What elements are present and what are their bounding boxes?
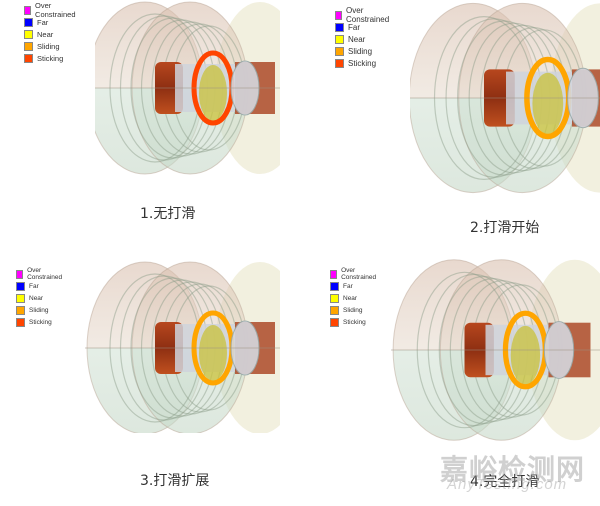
legend-swatch [16,269,24,279]
panel-caption: 3.打滑扩展 [140,473,210,489]
legend-swatch [24,41,33,51]
legend-swatch [24,53,33,63]
legend-label: Sticking [37,53,64,63]
legend-label: Sticking [348,58,377,68]
legend-label: Sliding [29,306,49,314]
legend-item: Far [16,280,64,292]
legend-item: Over Constrained [24,1,77,19]
legend-item: Far [24,16,77,28]
legend-swatch [16,281,25,291]
legend-item: Near [24,28,77,40]
legend-swatch [24,5,32,15]
legend-swatch [335,22,344,32]
legend-item: Over Constrained [330,267,378,281]
legend-item: Sticking [330,316,378,328]
legend-swatch [335,10,343,20]
legend-label: Over Constrained [341,267,377,281]
legend-item: Near [335,33,391,45]
legend-label: Far [37,17,49,27]
legend-label: Sticking [29,318,52,326]
legend-swatch [16,293,25,303]
panel-caption: 2.打滑开始 [470,220,540,236]
legend-label: Near [343,294,358,302]
watermark-cn: 嘉峪检测网 [440,453,586,486]
legend-label: Near [37,29,54,39]
legend-item: Over Constrained [335,6,391,24]
legend-swatch [330,269,338,279]
legend-swatch [335,46,344,56]
legend-swatch [330,317,339,327]
legend-item: Sticking [335,57,391,69]
legend-item: Over Constrained [16,267,64,281]
legend-item: Sliding [330,304,378,316]
panel-caption: 4.完全打滑 [470,474,540,490]
legend-label: Far [29,282,39,290]
legend-item: Far [330,280,378,292]
legend-label: Far [343,282,353,290]
legend-label: Over Constrained [35,1,76,19]
near-contact-area [199,65,227,121]
legend-label: Sliding [37,41,60,51]
legend-label: Far [348,22,360,32]
near-contact-area [199,325,227,381]
legend-label: Near [348,34,366,44]
legend-item: Near [330,292,378,304]
legend-swatch [24,29,33,39]
near-contact-area [532,72,564,135]
legend-swatch [330,281,339,291]
legend-swatch [16,305,25,315]
legend-label: Sliding [343,306,363,314]
legend-swatch [335,34,344,44]
legend-swatch [24,17,33,27]
legend-item: Sliding [24,40,77,52]
watermark-en: AnyTesting.com [447,476,568,493]
legend-label: Near [29,294,44,302]
legend-label: Sliding [348,46,373,56]
legend-swatch [330,293,339,303]
legend-label: Over Constrained [346,6,390,24]
legend-item: Sticking [16,316,64,328]
legend-swatch [330,305,339,315]
legend-item: Far [335,21,391,33]
legend-label: Sticking [343,318,366,326]
contact-model-render [85,261,280,433]
legend-swatch [335,58,344,68]
contact-model-render [391,259,600,441]
near-contact-area [510,325,541,385]
panel-caption: 1.无打滑 [140,206,196,222]
legend-swatch [16,317,25,327]
contact-model-render [95,1,280,175]
legend-item: Sliding [16,304,64,316]
legend-item: Sliding [335,45,391,57]
contact-model-render [410,2,600,194]
legend-item: Sticking [24,52,77,64]
legend-label: Over Constrained [27,267,63,281]
legend-item: Near [16,292,64,304]
